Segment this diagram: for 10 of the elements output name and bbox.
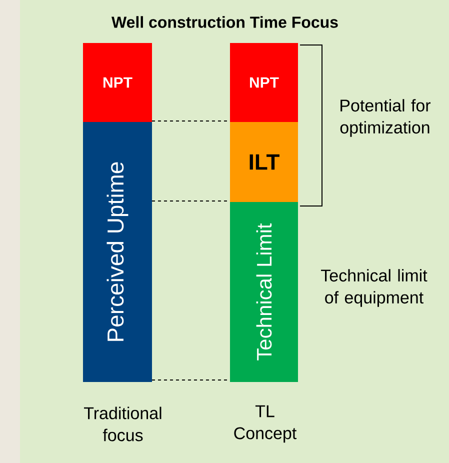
side-label: TL Concept	[234, 405, 296, 443]
time-bar-segment: NPT	[230, 43, 298, 122]
side-label: Technical limit of equipment	[321, 269, 428, 307]
side-label: Potential for optimization	[340, 99, 431, 137]
side-label: Traditional focus	[84, 406, 162, 442]
title: Well construction Time Focus	[112, 16, 338, 28]
time-bar-segment: Perceived Uptime	[83, 122, 152, 382]
time-bar-segment: ILT	[230, 122, 298, 202]
time-bar-segment: NPT	[83, 43, 152, 122]
time-bar-segment: Technical Limit	[230, 202, 298, 382]
